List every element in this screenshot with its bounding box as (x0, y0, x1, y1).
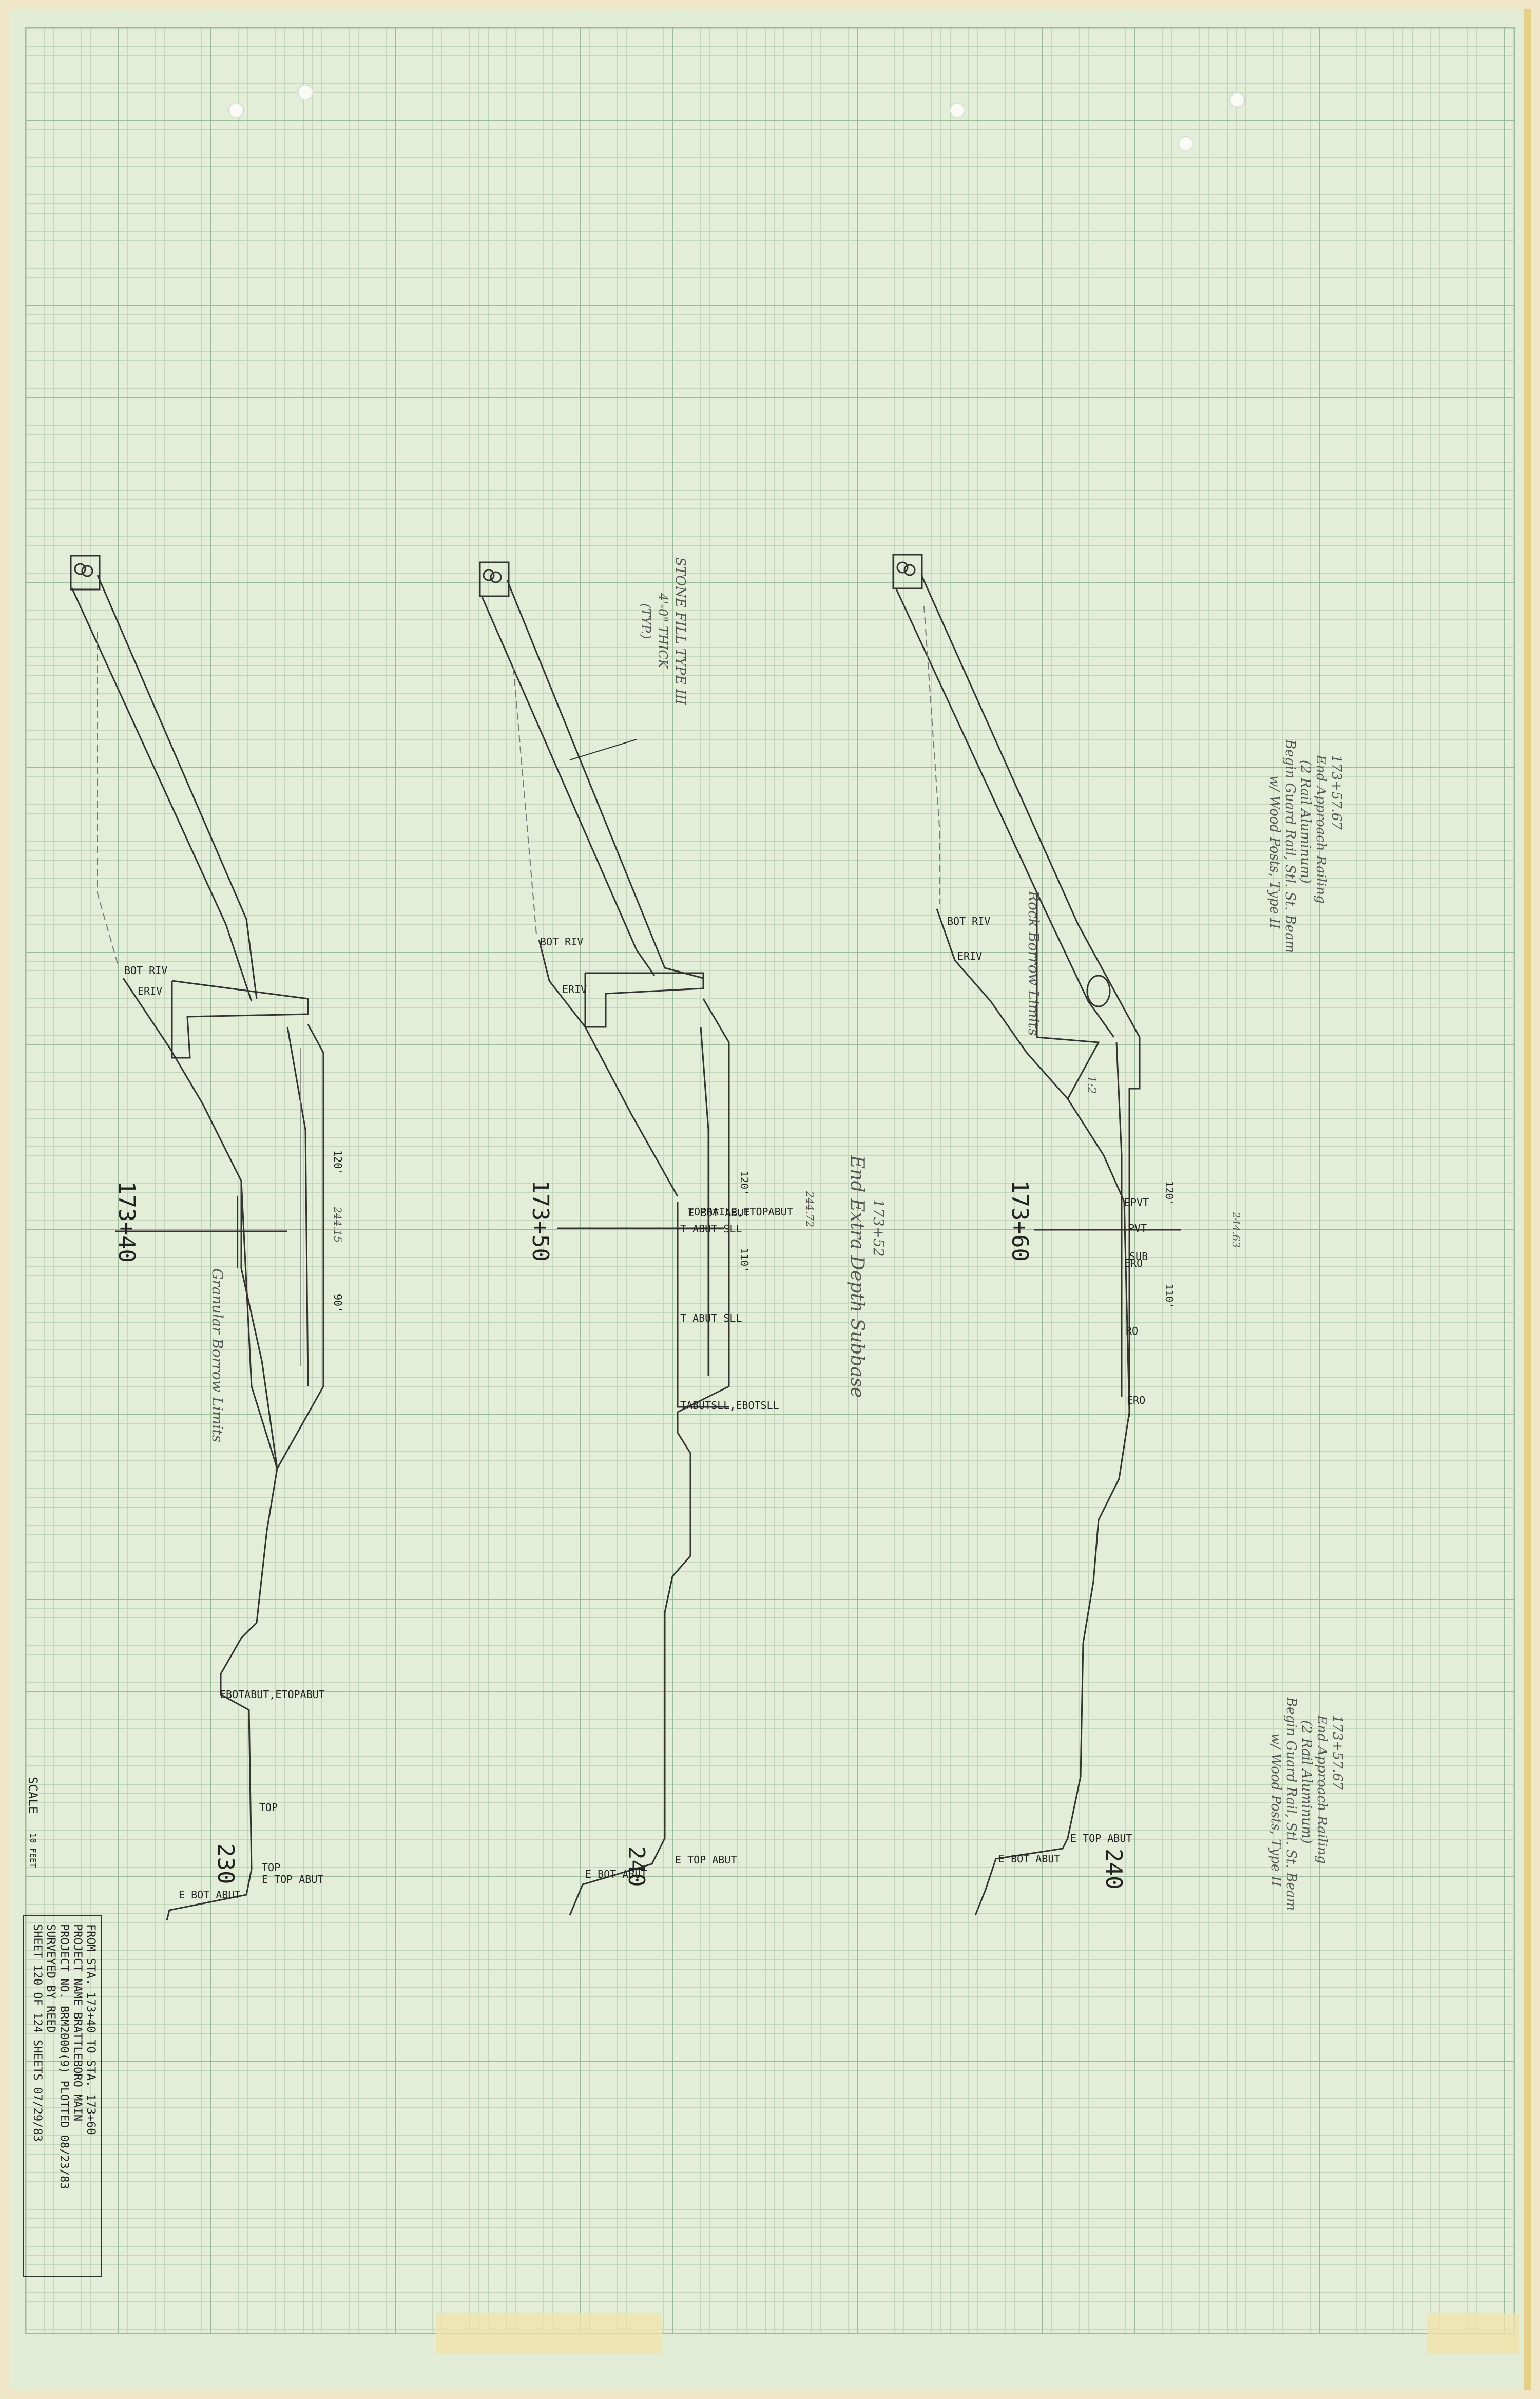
section-2-offset-right: 110' (738, 1248, 750, 1273)
scale-label: SCALE (26, 1777, 40, 1814)
section-2-stone-typ-note: (TYP.) (639, 603, 653, 639)
section-1-abutment (171, 980, 309, 1059)
title-line-sheet: SHEET 120 OF 124 SHEETS 07/29/83 (31, 1924, 44, 2142)
graph-paper-grid (25, 27, 1515, 2334)
section-3-e-top-abut-label: E TOP ABUT (1070, 1832, 1132, 1844)
section-1-e-bot-abut-label: E BOT ABUT (179, 1889, 241, 1901)
punch-hole (950, 103, 965, 118)
scale-value: 10 FEET (28, 1833, 38, 1868)
section-3-pvt-label: PVT (1128, 1222, 1147, 1234)
section-1-dashed-limit (97, 632, 119, 966)
section-2-wall-right (677, 998, 730, 1413)
section-2-offset-left: 120' (738, 1171, 750, 1196)
section-3-slope-note: 1:2 (1085, 1076, 1098, 1094)
section-3-ro-label: RO (1126, 1325, 1139, 1337)
title-line-from-to: FROM STA. 173+40 TO STA. 173+60 (84, 1924, 97, 2135)
section-1-profile (70, 555, 324, 1921)
section-3-wall-right (1128, 1037, 1141, 1417)
section-2-ground (538, 939, 679, 1197)
punch-hole (228, 103, 244, 118)
section-2-slope-top (480, 595, 656, 976)
section-2-stone-thk-note: 4'-0" THICK (656, 593, 670, 669)
section-3-lower-ground (974, 1201, 1130, 1916)
section-3-slope-top (895, 587, 1115, 1038)
section-3-elev-note: 244.63 (1230, 1212, 1242, 1248)
title-block: FROM STA. 173+40 TO STA. 173+60 PROJECT … (23, 1915, 102, 2277)
title-line-surveyed: SURVEYED BY REED (44, 1924, 57, 2033)
section-3-epvt-label: EPVT (1124, 1196, 1149, 1209)
title-line-project-name: PROJECT NAME BRATTLEBORO MAIN (71, 1924, 84, 2122)
section-3-ground (936, 908, 1125, 1202)
section-3-rock-borrow-note: Rock Borrow Limits (1025, 891, 1042, 1036)
section-3-station: 173+60 (1007, 1180, 1033, 1262)
section-3-e-bot-abut-label: E BOT ABUT (998, 1853, 1061, 1865)
section-2-end-depth-note: End Extra Depth Subbase (846, 1155, 868, 1398)
section-3-sub-label: SUB (1129, 1250, 1148, 1263)
section-3-ero2-label: ERO (1127, 1394, 1146, 1406)
section-3-eriv-label: ERIV (957, 950, 983, 962)
section-2-t-abut-sll-1: T ABUT SLL (680, 1223, 742, 1235)
section-2-tabut-sll-pair: TABUTSLL,EBOTSLL (680, 1399, 779, 1412)
section-1-ebotabut-label: EBOTABUT,ETOPABUT (220, 1688, 325, 1701)
scale-indicator: SCALE 10 FEET (21, 1777, 41, 1879)
section-1-offset-left: 120' (332, 1150, 344, 1175)
section-2-elev-note: 244.72 (804, 1191, 816, 1227)
section-1-granular-note: Granular Borrow Limits (209, 1268, 226, 1443)
section-1-top2-label: TOP (262, 1861, 281, 1874)
section-1-slope-top (71, 587, 253, 1002)
section-1-elevation: 230 (213, 1843, 239, 1884)
section-3-bot-riv-label: BOT RIV (947, 915, 991, 927)
section-2-lower-ground (569, 1412, 691, 1916)
section-2-elevation: 240 (623, 1846, 649, 1887)
section-1-station: 173+40 (113, 1181, 140, 1263)
tape-strip (1427, 2313, 1519, 2354)
section-1-rail-box (70, 555, 101, 591)
section-2-t-abut-sll-2: T ABUT SLL (680, 1312, 742, 1324)
section-2-rail-box (479, 561, 510, 597)
section-2-stone-fill-note: STONE FILL TYPE III (672, 557, 688, 705)
title-line-project-no: PROJECT NO. BRM2000(9) PLOTTED 08/23/83 (57, 1924, 70, 2189)
punch-hole (1178, 136, 1194, 151)
section-2-dashed-limit (513, 667, 537, 935)
section-2-eriv-label: ERIV (562, 983, 587, 996)
section-1-rail-post (74, 563, 86, 575)
section-1-offset-right: 90' (332, 1294, 344, 1313)
section-3-profile (892, 554, 1181, 1916)
section-1-wall-right (276, 1024, 324, 1469)
section-2-station: 173+50 (527, 1180, 553, 1262)
section-3-offset-left: 120' (1163, 1181, 1176, 1206)
section-1-bot-riv-label: BOT RIV (124, 964, 168, 977)
punch-hole (298, 85, 313, 100)
section-3-ero-label: ERO (1124, 1257, 1143, 1269)
section-2-e-top-abut-label: E TOP ABUT (675, 1854, 737, 1866)
section-3-rail-box (892, 554, 923, 589)
section-2-profile (479, 561, 730, 1916)
section-2-e-bot-abut-top-label: E BOT ABUT (688, 1207, 750, 1219)
section-2-abutment (584, 972, 704, 1028)
section-2-end-depth-sta: 173+52 (870, 1199, 887, 1257)
section-3-elevation: 240 (1101, 1849, 1127, 1890)
tape-strip (436, 2313, 662, 2354)
section-1-elev-note: 244.15 (332, 1207, 344, 1243)
section-1-top-label: TOP (259, 1801, 278, 1814)
punch-hole (1229, 92, 1245, 108)
section-2-e-bot-abut-label: E BOT ABUT (585, 1868, 647, 1880)
section-1-eriv-label: ERIV (138, 985, 163, 997)
section-1-e-top-abut-label: E TOP ABUT (262, 1873, 324, 1886)
section-2-top-etop-label: TOPRAILE,ETOPABUT (688, 1206, 793, 1218)
section-3-offset-right: 110' (1163, 1284, 1176, 1309)
section-2-bot-riv-label: BOT RIV (540, 936, 584, 948)
section-1-lower-ground (166, 1468, 278, 1921)
section-3-dashed-limit (923, 605, 940, 904)
